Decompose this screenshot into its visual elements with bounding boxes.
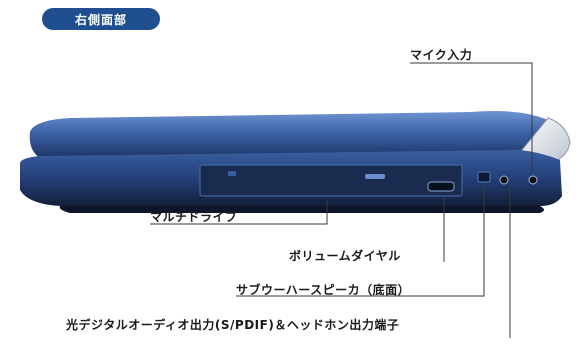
drive-bay: [199, 164, 463, 197]
section-title: 右側面部: [74, 12, 127, 27]
speaker-grille: [477, 171, 491, 183]
section-title-badge: 右側面部: [42, 8, 160, 30]
subwoofer-speaker-label: サブウーハースピーカ（底面）: [236, 283, 411, 297]
optical-headphone-label: 光デジタルオーディオ出力(S/PDIF)＆ヘッドホン出力端子: [66, 318, 400, 332]
optical-port: [499, 175, 509, 185]
mic-port: [528, 175, 538, 185]
multi-drive-label: マルチドライブ: [150, 210, 238, 224]
mic-input-label: マイク入力: [410, 48, 473, 62]
laptop-lid: [29, 111, 556, 158]
volume-dial-label: ボリュームダイヤル: [289, 249, 401, 263]
volume-dial: [427, 181, 455, 192]
